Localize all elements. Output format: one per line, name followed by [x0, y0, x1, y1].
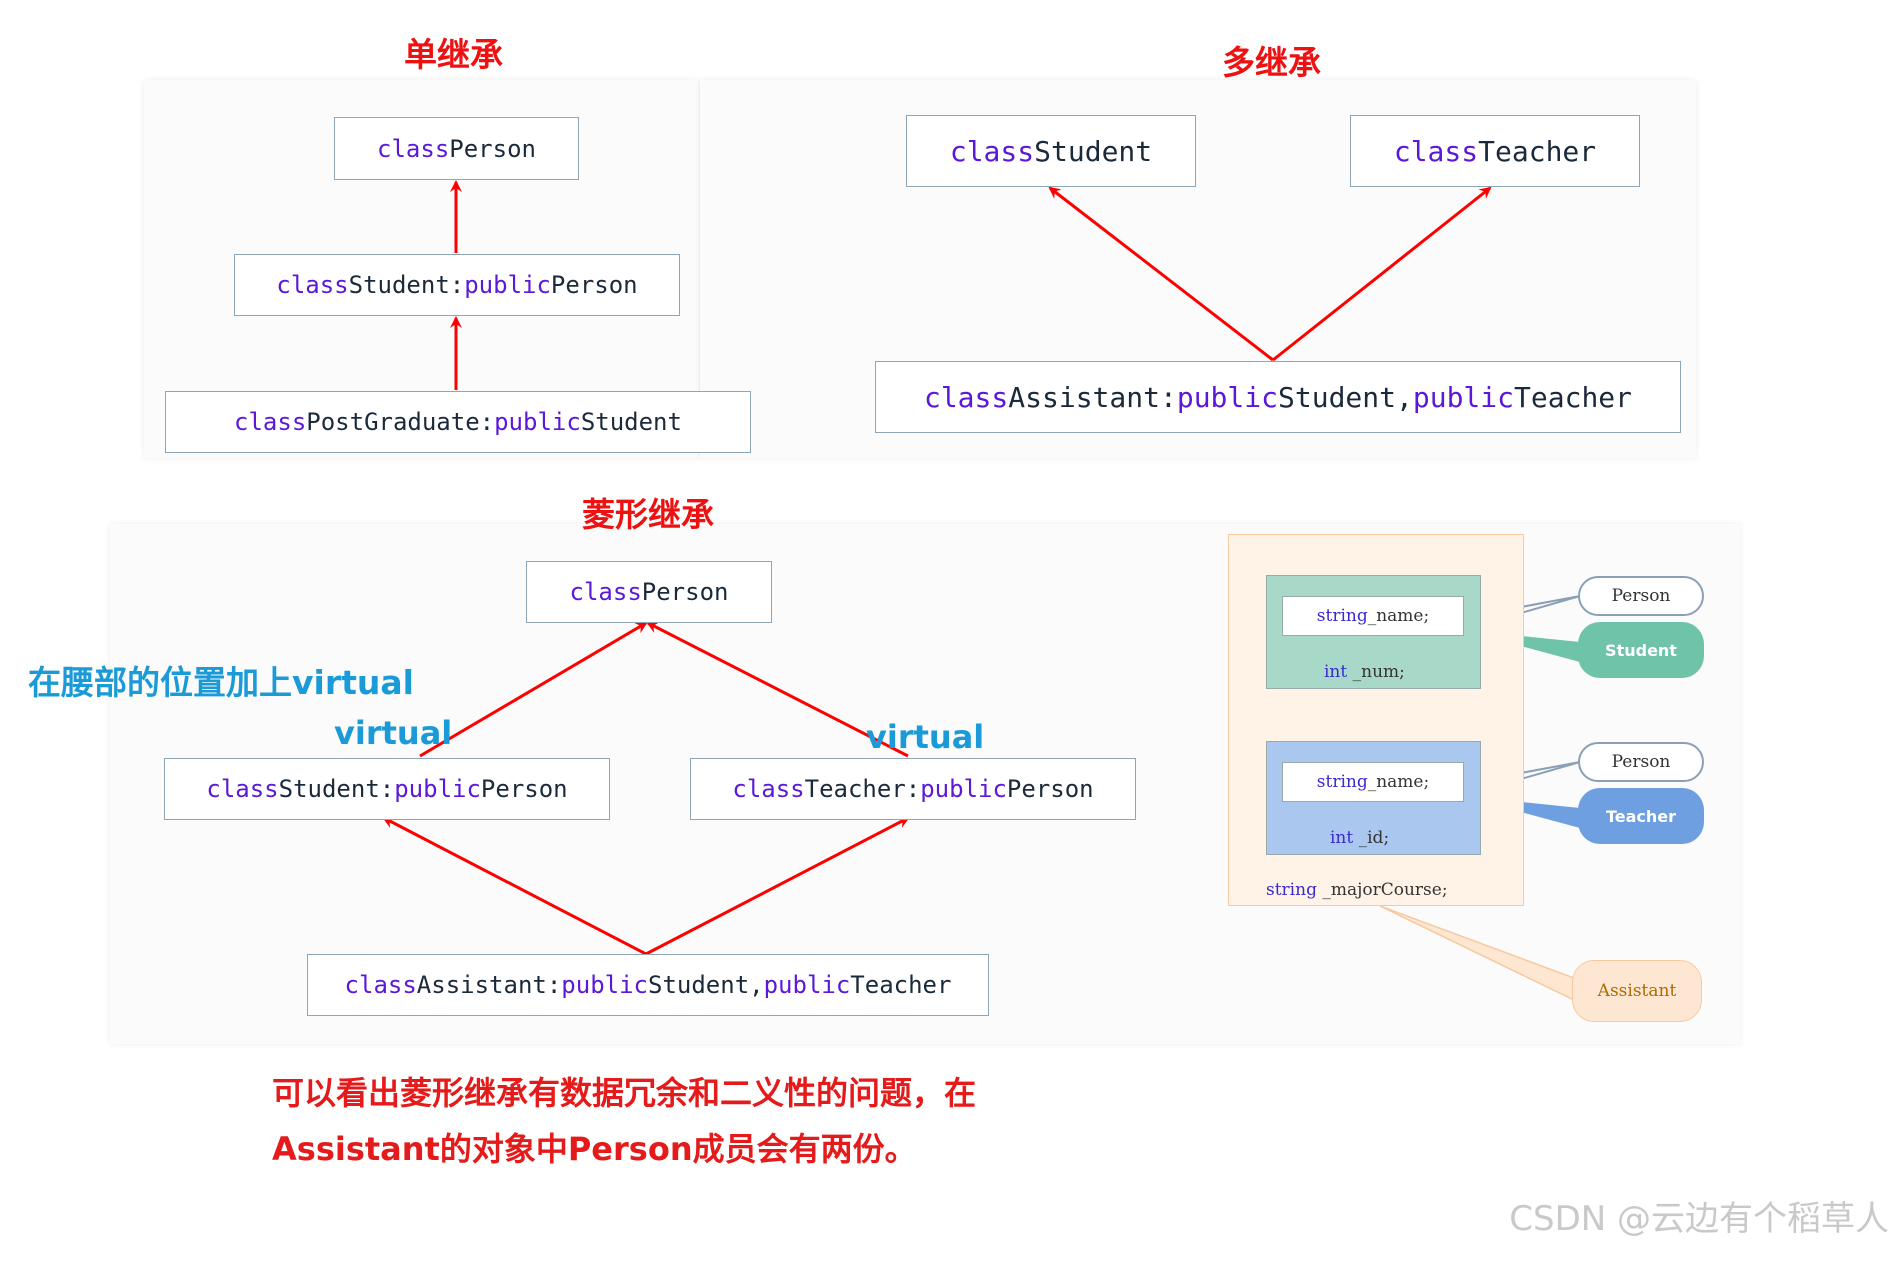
heading-multiple: 多继承 [1222, 43, 1321, 82]
keyword: class [732, 775, 805, 803]
arrow-assistant-to-teacher [1272, 186, 1492, 362]
diamond-teacher-box: class Teacher:public Person [690, 758, 1136, 820]
type-keyword: int [1324, 662, 1348, 682]
keyword: class [949, 134, 1035, 168]
arrow-dteacher-to-person [646, 621, 909, 758]
class-decl: Assistant: [1008, 380, 1177, 414]
heading-diamond: 菱形继承 [582, 495, 714, 534]
keyword: class [923, 380, 1009, 414]
class-decl: Student: [348, 271, 465, 299]
virtual-label-right: virtual [866, 718, 985, 756]
single-person-box: class Person [334, 117, 579, 180]
member-name: _id; [1353, 828, 1390, 848]
multi-teacher-box: class Teacher [1350, 115, 1640, 187]
arrow-assistant-to-student [1048, 186, 1274, 362]
multi-assistant-box: class Assistant:public Student,public Te… [875, 361, 1681, 433]
keyword: class [234, 408, 307, 436]
teacher-id-field: int _id; [1330, 828, 1389, 848]
class-decl: PostGraduate: [306, 408, 495, 436]
callout-student: Student [1578, 622, 1704, 678]
callout-teacher: Teacher [1578, 788, 1704, 844]
diamond-person-box: class Person [526, 561, 772, 623]
keyword: class [344, 971, 417, 999]
member-name: _name; [1367, 772, 1430, 792]
keyword: class [569, 578, 642, 606]
keyword: public [763, 971, 851, 999]
major-course-field: string _majorCourse; [1266, 880, 1448, 900]
keyword: public [561, 971, 648, 999]
callout-person-1: Person [1578, 576, 1704, 616]
base-name: Teacher [850, 971, 952, 999]
connector-assistant [1379, 905, 1575, 1002]
base-name: Student, [1278, 380, 1413, 414]
keyword: class [276, 271, 349, 299]
diamond-assistant-box: class Assistant:public Student,public Te… [307, 954, 989, 1016]
callout-assistant: Assistant [1572, 960, 1702, 1022]
class-name: Student [1034, 134, 1153, 168]
base-name: Teacher [1514, 380, 1633, 414]
watermark: CSDN @云边有个稻草人 [1509, 1199, 1889, 1239]
class-name: Teacher [1478, 134, 1597, 168]
arrow-dstudent-to-person [419, 621, 648, 758]
keyword: class [1393, 134, 1479, 168]
class-decl: Teacher: [804, 775, 921, 803]
student-num-field: int _num; [1324, 662, 1405, 682]
base-name: Person [550, 271, 638, 299]
conclusion-line-2: Assistant的对象中Person成员会有两份。 [272, 1130, 917, 1168]
diamond-student-box: class Student:public Person [164, 758, 610, 820]
keyword: public [494, 408, 581, 436]
type-keyword: int [1330, 828, 1354, 848]
keyword: public [1412, 380, 1515, 414]
teacher-name-field: string _name; [1282, 762, 1464, 802]
waist-virtual-note: 在腰部的位置加上virtual [28, 663, 414, 702]
heading-single: 单继承 [404, 35, 503, 74]
arrow-dassistant-to-student [382, 816, 647, 956]
keyword: class [377, 134, 450, 163]
type-keyword: string [1266, 880, 1317, 900]
student-name-field: string _name; [1282, 596, 1464, 636]
arrow-dassistant-to-teacher [645, 816, 910, 956]
base-name: Person [1006, 775, 1094, 803]
member-name: _name; [1367, 606, 1430, 626]
base-name: Student, [648, 971, 764, 999]
class-name: Person [641, 578, 729, 606]
member-name: _num; [1347, 662, 1405, 682]
type-keyword: string [1316, 772, 1368, 792]
class-decl: Assistant: [416, 971, 562, 999]
single-student-box: class Student:public Person [234, 254, 680, 316]
class-name: Person [449, 134, 536, 163]
virtual-label-left: virtual [334, 714, 453, 752]
keyword: public [920, 775, 1007, 803]
single-postgrad-box: class PostGraduate:public Student [165, 391, 751, 453]
keyword: public [464, 271, 551, 299]
keyword: public [1176, 380, 1278, 414]
keyword: class [206, 775, 279, 803]
member-name: _majorCourse; [1316, 880, 1448, 900]
multi-student-box: class Student [906, 115, 1196, 187]
callout-person-2: Person [1578, 742, 1704, 782]
keyword: public [394, 775, 481, 803]
base-name: Student [580, 408, 682, 436]
type-keyword: string [1316, 606, 1368, 626]
base-name: Person [480, 775, 568, 803]
class-decl: Student: [278, 775, 395, 803]
conclusion-line-1: 可以看出菱形继承有数据冗余和二义性的问题，在 [272, 1074, 977, 1112]
